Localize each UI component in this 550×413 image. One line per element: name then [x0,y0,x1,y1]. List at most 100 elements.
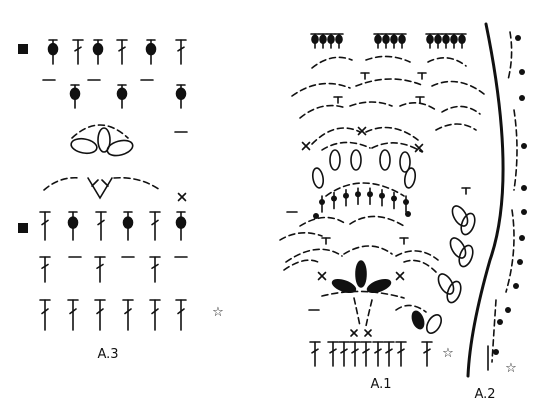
treble-slash [74,46,82,52]
slip-dot [519,95,525,101]
bobble-dot [319,34,327,45]
v-tick [91,179,99,187]
petal-oval [97,127,111,153]
treble-slash [69,308,77,315]
treble-slash [311,348,319,354]
chain-arc [279,232,323,241]
chain-arc [325,182,405,197]
label-a1: A.1 [370,377,391,392]
chain-arc [113,176,161,191]
petal-oval [403,167,417,189]
bobble-dot [442,34,450,45]
row-marker-square [18,44,28,54]
edge-curve [466,22,505,378]
treble-slash [362,348,370,354]
chain-arc [311,56,353,69]
bobble-dot [69,87,81,101]
petal-filled [331,278,357,294]
chain-arc [365,55,411,63]
bobble-dot [374,34,382,45]
chain-arc [395,304,427,313]
treble-slash [151,308,159,315]
treble-slash [177,308,185,315]
bobble-dot [116,87,128,101]
chain-arc [403,259,437,273]
chain-arc [355,78,425,87]
v-tick [101,179,109,187]
petal-oval [399,151,411,173]
treble-slash [397,348,405,354]
petal-oval [458,244,474,268]
chain-arc [321,290,405,299]
chart-a2 [466,22,527,378]
petal-oval [437,273,455,295]
chain-arc [399,102,437,111]
petal-oval [70,137,98,155]
chain-arc [365,126,419,141]
v-stitch [87,177,113,200]
petal-oval [329,149,341,171]
single-crochet-cross [357,126,367,136]
chain-arc [321,141,371,151]
petal-filled [411,310,425,330]
bobble-dot [122,216,134,229]
chain-arc [71,124,129,139]
chain-arc [311,127,361,145]
bobble-dot [335,34,343,45]
slip-dot [513,283,519,289]
petal-oval [425,314,443,334]
treble-slash [151,219,159,226]
treble-slash [97,219,105,226]
slip-dot [515,35,521,41]
chain-arc [507,31,513,81]
fan-dot [379,192,385,199]
bobble-dot [426,34,434,45]
bobble-dot [398,34,406,45]
chain-arc [349,101,393,107]
bobble-dot [327,34,335,45]
chain-arc [299,104,347,119]
chain-arc [395,250,439,261]
single-crochet-cross [395,271,405,281]
treble-slash [423,348,431,354]
chain-arc [365,299,373,327]
chain-arc [427,57,467,67]
treble-slash [177,46,185,52]
treble-slash [385,348,393,354]
slip-dot [519,235,525,241]
bobble-dot [47,42,59,56]
bobble-dot [175,216,187,229]
bobble-dot [450,34,458,45]
single-crochet-cross [414,143,424,153]
treble-slash [151,263,159,270]
fan-dot [319,199,325,205]
slip-dot [521,143,527,149]
star-symbol-a2: ☆ [505,361,517,376]
label-a3: A.3 [97,347,118,362]
chain-arc [431,80,485,95]
chain-arc [291,82,351,97]
petal-filled [355,260,367,288]
treble-slash [118,46,126,52]
star-symbol-a3: ☆ [212,305,224,320]
chain-arc [505,209,515,293]
bobble-dot [434,34,442,45]
chain-arc [353,297,361,327]
slip-dot [521,209,527,215]
chain-arc [283,259,319,271]
petal-oval [350,149,362,171]
fan-dot [403,199,409,205]
chain-arc [343,245,393,255]
petal-oval [451,205,469,227]
slip-dot [517,259,523,265]
bobble-dot [175,87,187,101]
bobble-dot [311,34,319,45]
treble-slash [41,263,49,270]
bobble-dot [458,34,466,45]
treble-slash [374,348,382,354]
petal-oval [311,167,325,189]
treble-slash [96,308,104,315]
fan-dot [343,192,349,199]
single-crochet-cross [350,329,358,337]
